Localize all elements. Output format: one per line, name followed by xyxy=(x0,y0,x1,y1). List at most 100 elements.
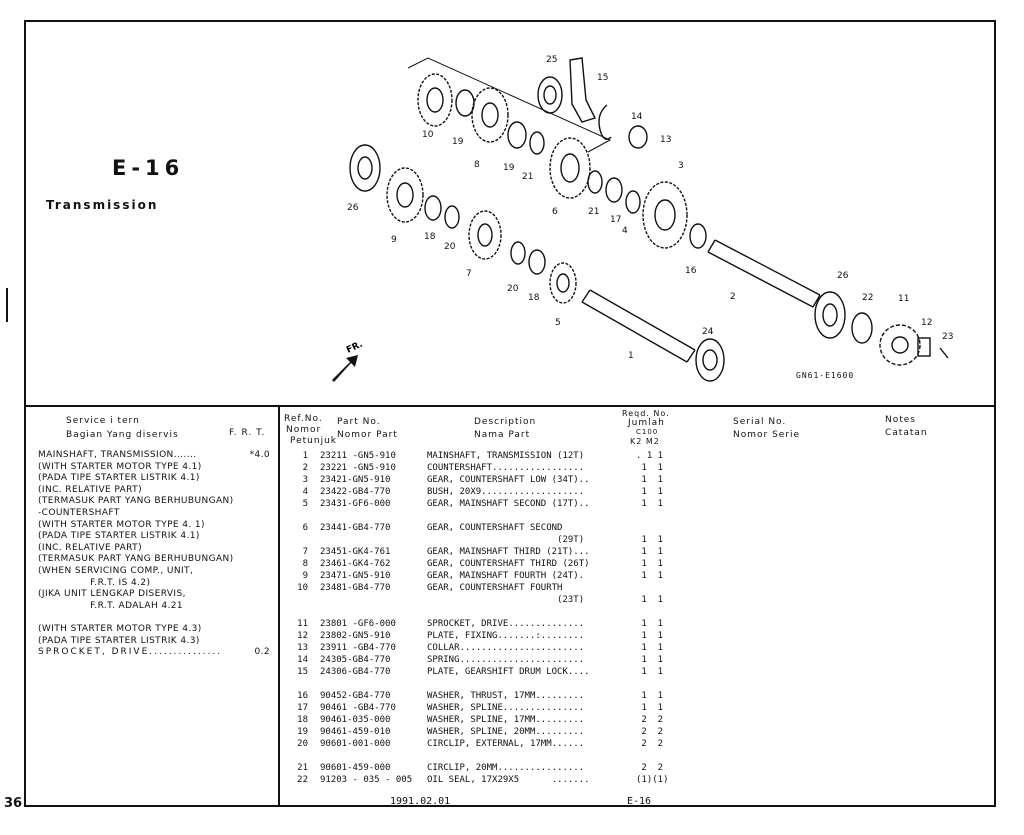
circlip-21a-shape xyxy=(529,131,545,155)
c100-header: C100 xyxy=(636,428,659,436)
part-no-cell: 23461-GK4-762 xyxy=(320,559,391,569)
ref-no-cell: 13 xyxy=(297,643,308,653)
bolt-23-shape xyxy=(939,347,949,359)
ref-no-cell: 12 xyxy=(297,631,308,641)
gear-5-shape xyxy=(549,262,577,304)
catatan-header: Catatan xyxy=(885,428,928,438)
ref-no-header: Ref.No. xyxy=(284,414,323,424)
part-no-cell: 90452-GB4-770 xyxy=(320,691,391,701)
callout: 6 xyxy=(552,207,558,217)
service-item-row: F.R.T. ADALAH 4.21 xyxy=(38,600,184,611)
callout: 9 xyxy=(391,235,397,245)
service-item-row: (INC. RELATIVE PART) xyxy=(38,484,142,495)
service-item-row: (WITH STARTER MOTOR TYPE 4. 1) xyxy=(38,519,205,530)
callout: 21 xyxy=(522,172,533,182)
quantity-cell: 2 2 xyxy=(636,763,664,773)
service-item-row: (PADA TIPE STARTER LISTRIK 4.3) xyxy=(38,635,200,646)
quantity-cell: (1)(1) xyxy=(636,775,669,785)
ref-no-cell: 8 xyxy=(302,559,308,569)
quantity-cell: 1 1 xyxy=(636,655,664,665)
seal-22-shape xyxy=(851,312,873,344)
description-cell: OIL SEAL, 17X29X5 ....... xyxy=(427,775,590,785)
description-cell: BUSH, 20X9................... xyxy=(427,487,585,497)
description-cell: CIRCLIP, 20MM................ xyxy=(427,763,585,773)
service-item-row: (WITH STARTER MOTOR TYPE 4.3) xyxy=(38,623,202,634)
ref-no-cell: 21 xyxy=(297,763,308,773)
part-no-cell: 90461 -GB4-770 xyxy=(320,703,396,713)
assembly-box xyxy=(407,57,612,153)
description-cell: WASHER, SPLINE, 20MM......... xyxy=(427,727,585,737)
description-cell: PLATE, GEARSHIFT DRUM LOCK.... xyxy=(427,667,590,677)
service-item-row: SPROCKET, DRIVE...............0.2 xyxy=(38,647,270,658)
service-item-row: (JIKA UNIT LENGKAP DISERVIS, xyxy=(38,589,186,600)
description-header: Description xyxy=(474,417,537,427)
service-item-row: -COUNTERSHAFT xyxy=(38,507,120,518)
callout: 16 xyxy=(685,266,697,276)
parts-row xyxy=(286,750,986,762)
frt-header: F. R. T. xyxy=(229,428,266,438)
quantity-cell: 1 1 xyxy=(636,643,664,653)
gear-10-shape xyxy=(417,73,453,127)
table-top-rule xyxy=(24,405,996,407)
reqd-no-header: Reqd. No. xyxy=(622,409,670,418)
diagram-ref-code: GN61-E1600 xyxy=(796,371,855,380)
part-no-cell: 23422-GB4-770 xyxy=(320,487,391,497)
notes-header: Notes xyxy=(885,415,916,425)
description-cell: (29T) xyxy=(427,535,585,545)
callout: 20 xyxy=(507,284,519,294)
part-no-cell: 24306-GB4-770 xyxy=(320,667,391,677)
corner-mark xyxy=(932,20,954,22)
ref-no-cell: 19 xyxy=(297,727,308,737)
quantity-cell: 2 2 xyxy=(636,739,664,749)
ref-no-cell: 6 xyxy=(302,523,308,533)
callout: 17 xyxy=(610,215,621,225)
description-cell: SPRING....................... xyxy=(427,655,585,665)
quantity-cell: 1 1 xyxy=(636,499,664,509)
bush-4-shape xyxy=(625,190,641,214)
ref-no-cell: 9 xyxy=(302,571,308,581)
callout: 26 xyxy=(347,203,359,213)
section-name: Transmission xyxy=(46,198,159,212)
callout: 5 xyxy=(555,318,561,328)
callout: 19 xyxy=(452,137,464,147)
service-item-row: (WHEN SERVICING COMP., UNIT, xyxy=(38,565,194,576)
gear-3-shape xyxy=(642,181,688,249)
parts-row xyxy=(286,510,986,522)
callout: 11 xyxy=(898,294,909,304)
serial-no-header: Serial No. xyxy=(733,417,787,427)
part-no-cell: 23481-GB4-770 xyxy=(320,583,391,593)
part-no-cell: 23801 -GF6-000 xyxy=(320,619,396,629)
service-item-row xyxy=(38,612,276,624)
ref-no-cell: 16 xyxy=(297,691,308,701)
gear-6-shape xyxy=(549,137,591,199)
washer-17-shape xyxy=(605,177,623,203)
fr-label: FR. xyxy=(345,340,364,356)
ref-no-cell: 10 xyxy=(297,583,308,593)
part-no-cell: 23431-GF6-000 xyxy=(320,499,391,509)
callout: 14 xyxy=(631,112,643,122)
description-cell: WASHER, SPLINE, 17MM......... xyxy=(427,715,585,725)
callout: 10 xyxy=(422,130,434,140)
service-item-row: (INC. RELATIVE PART) xyxy=(38,542,142,553)
parts-row xyxy=(286,606,986,618)
service-item-subheader: Bagian Yang diservis xyxy=(66,430,179,440)
quantity-cell: 1 1 xyxy=(636,631,664,641)
circlip-20b-shape xyxy=(510,241,526,265)
quantity-cell: 1 1 xyxy=(636,475,664,485)
description-cell: GEAR, MAINSHAFT SECOND (17T).. xyxy=(427,499,590,509)
part-no-cell: 91203 - 035 - 005 xyxy=(320,775,413,785)
jumlah-header: Jumlah xyxy=(628,418,665,428)
part-no-cell: 90601-001-000 xyxy=(320,739,391,749)
